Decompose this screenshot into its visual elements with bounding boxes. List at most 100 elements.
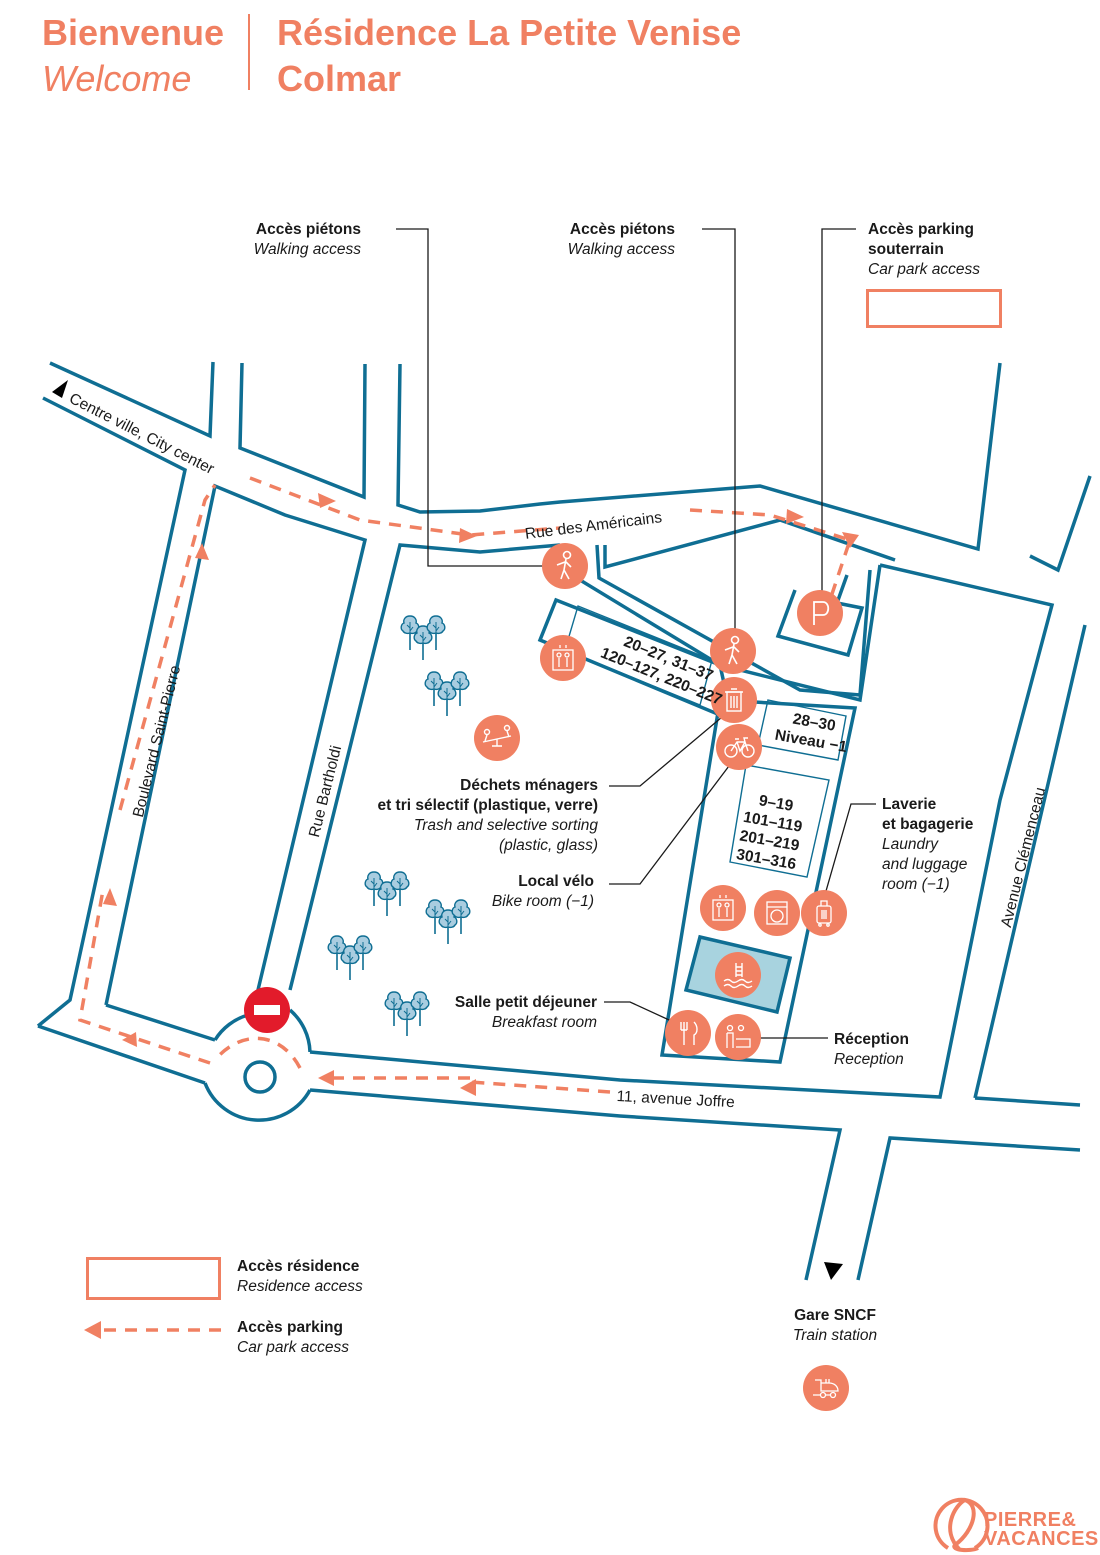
leader-line	[396, 228, 560, 567]
laundry-label: Laverie et bagagerie Laundry and luggage…	[882, 795, 1002, 895]
street-edge	[36, 396, 187, 1028]
route-arrow	[318, 493, 336, 508]
leader-line	[609, 757, 736, 885]
label-en: Bike room (−1)	[491, 893, 594, 910]
label-fr: Salle petit déjeuner	[454, 994, 597, 1011]
parking-building	[775, 574, 865, 658]
street-edge	[104, 483, 368, 1006]
reception-label: Réception Reception	[834, 1030, 954, 1070]
building-main	[659, 698, 858, 1064]
no-entry-icon	[244, 987, 290, 1033]
route-segment	[469, 1080, 611, 1094]
leader-line	[821, 228, 856, 600]
route-arrow	[460, 1079, 476, 1096]
header-divider	[248, 14, 250, 90]
street-edge	[309, 563, 1055, 1099]
street-edge	[105, 1003, 216, 1042]
parking-icon	[797, 590, 843, 636]
legend-residence-access-symbol	[86, 1257, 221, 1300]
label-fr: Local vélo	[518, 873, 594, 890]
train-station-label: Gare SNCF Train station	[760, 1306, 910, 1346]
label-en: Breakfast room	[491, 1014, 597, 1031]
street-edge	[49, 361, 215, 439]
street-edge	[595, 544, 872, 697]
car-park-access-label: Accès parking souterrain Car park access	[868, 220, 1068, 280]
label-fr: Accès piétons	[255, 221, 361, 238]
route-arrow	[122, 1032, 137, 1047]
street-edge	[37, 1024, 206, 1085]
label-fr: et bagagerie	[882, 816, 974, 833]
label-fr: Laverie	[882, 796, 937, 813]
route-arrow	[459, 528, 477, 543]
washing-machine-icon	[754, 890, 800, 936]
poi-icons	[244, 543, 849, 1411]
logo-line1: PIERRE&	[984, 1509, 1077, 1531]
logo-mark	[933, 1497, 990, 1553]
label-fr: Accès piétons	[569, 221, 675, 238]
label-fr: et tri sélectif (plastique, verre)	[377, 797, 598, 814]
route-segment	[689, 508, 853, 601]
streets	[36, 361, 1092, 1281]
leader-line	[609, 711, 729, 787]
leader-line	[821, 803, 876, 906]
label-fr: Accès parking	[868, 221, 974, 238]
label-en: Trash and selective sorting	[413, 817, 598, 834]
street-edge	[973, 624, 1087, 1099]
train-icon	[803, 1365, 849, 1411]
label-en: Laundry	[882, 836, 939, 853]
route-segment	[213, 1036, 302, 1069]
label-en: Car park access	[868, 261, 980, 278]
route-arrow	[842, 532, 859, 548]
route-segment	[249, 476, 561, 537]
label-en: Residence access	[237, 1278, 363, 1295]
swimming-pool-icon	[715, 952, 761, 998]
luggage-icon	[801, 890, 847, 936]
bike-icon	[716, 724, 762, 770]
car-park-access-box	[866, 289, 1002, 328]
trash-label: Déchets ménagers et tri sélectif (plasti…	[300, 776, 598, 856]
route-arrow	[786, 509, 804, 524]
breakfast-room-label: Salle petit déjeuner Breakfast room	[400, 993, 597, 1033]
route-arrow	[195, 543, 209, 560]
direction-arrow-icon	[52, 380, 68, 398]
label-fr: Déchets ménagers	[460, 777, 598, 794]
restaurant-icon	[665, 1010, 711, 1056]
residence-name: Résidence La Petite Venise	[277, 12, 742, 53]
tree-icon	[328, 936, 372, 980]
label-fr: Gare SNCF	[794, 1307, 876, 1324]
label-en: Car park access	[237, 1339, 349, 1356]
street-edge	[238, 362, 367, 500]
label-en: and luggage	[882, 856, 968, 873]
label-en: room (−1)	[882, 876, 950, 893]
welcome-fr: Bienvenue	[42, 12, 225, 53]
street-edge	[396, 362, 1002, 552]
leader-line	[702, 228, 736, 640]
street-edge	[1029, 475, 1092, 573]
route-arrows	[103, 493, 859, 1096]
route-segment	[78, 889, 211, 1065]
street-edge	[309, 1088, 843, 1281]
trash-icon	[711, 677, 757, 723]
tree-icon	[401, 616, 445, 660]
walking-icon	[710, 628, 756, 674]
building-a-inner	[564, 605, 713, 706]
elevator-icon	[700, 885, 746, 931]
tree-icon	[365, 872, 409, 916]
walking-icon	[542, 543, 588, 589]
legend-residence-access: Accès résidence Residence access	[237, 1257, 437, 1297]
residence-title: Résidence La Petite Venise Colmar	[277, 10, 741, 102]
route-segment	[118, 484, 217, 811]
street-edge	[856, 1136, 1081, 1281]
playground-seesaw-icon	[474, 715, 520, 761]
label-en: Train station	[792, 1327, 878, 1344]
tree-icon	[425, 672, 469, 716]
welcome-title: Bienvenue Welcome	[42, 10, 224, 102]
label-fr: Accès parking	[237, 1319, 343, 1336]
label-fr: souterrain	[868, 241, 944, 258]
label-en: Reception	[834, 1051, 904, 1068]
elevator-icon	[540, 635, 586, 681]
brand-logo: PIERRE& VACANCES	[984, 1509, 1099, 1549]
roundabout-center	[243, 1060, 277, 1094]
route-arrow	[318, 1070, 334, 1086]
